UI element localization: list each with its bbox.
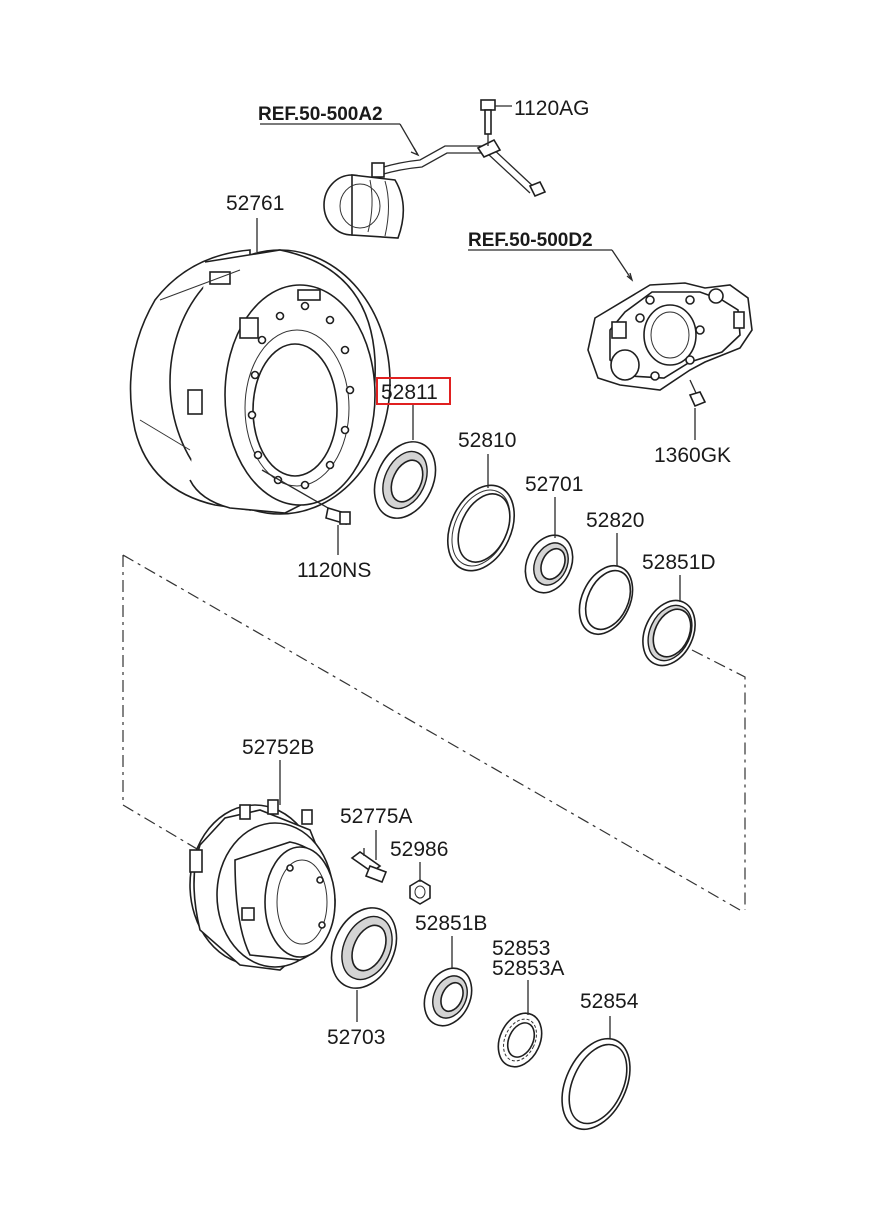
leader-lines: [256, 105, 696, 1038]
seal-52851d: [642, 599, 696, 667]
ref-label-a2[interactable]: REF.50-500A2: [258, 104, 383, 125]
part-label-1360gk[interactable]: 1360GK: [654, 444, 731, 467]
bearing-52701: [524, 534, 574, 594]
brake-carrier-bracket: [587, 282, 753, 408]
part-label-52811[interactable]: 52811: [381, 381, 438, 404]
part-label-52761[interactable]: 52761: [226, 192, 284, 215]
highlight-box: [376, 377, 451, 405]
part-label-52701[interactable]: 52701: [525, 473, 583, 496]
part-label-52820[interactable]: 52820: [586, 509, 644, 532]
ring-52820: [578, 565, 634, 635]
part-label-52986[interactable]: 52986: [390, 838, 448, 861]
bearing-52851b: [423, 967, 473, 1027]
part-label-1120ns[interactable]: 1120NS: [297, 559, 371, 582]
part-label-52810[interactable]: 52810: [458, 429, 516, 452]
wheel-stud: [350, 848, 388, 884]
wheel-hub: [189, 799, 336, 971]
bearing-52703: [330, 907, 398, 989]
seal-52810: [447, 484, 515, 572]
part-label-1120ag[interactable]: 1120AG: [514, 97, 590, 120]
part-label-52854[interactable]: 52854: [580, 990, 639, 1013]
oil-seal-52811: [373, 441, 437, 519]
brake-hose-assembly: [323, 99, 547, 239]
brake-drum: [129, 249, 391, 515]
part-label-52703[interactable]: 52703: [327, 1026, 385, 1049]
bolt-1120ns: [261, 469, 351, 526]
part-label-52851b[interactable]: 52851B: [415, 912, 487, 935]
seal-52854: [561, 1037, 631, 1131]
part-label-52752b[interactable]: 52752B: [242, 736, 314, 759]
part-label-52775a[interactable]: 52775A: [340, 805, 412, 828]
retainer-52853: [497, 1012, 543, 1068]
part-label-52853a[interactable]: 52853A: [492, 957, 564, 980]
part-label-52851d[interactable]: 52851D: [642, 551, 716, 574]
part-label-52853[interactable]: 52853: [492, 937, 550, 960]
ref-label-d2[interactable]: REF.50-500D2: [468, 230, 593, 251]
wheel-nut: [409, 879, 431, 905]
